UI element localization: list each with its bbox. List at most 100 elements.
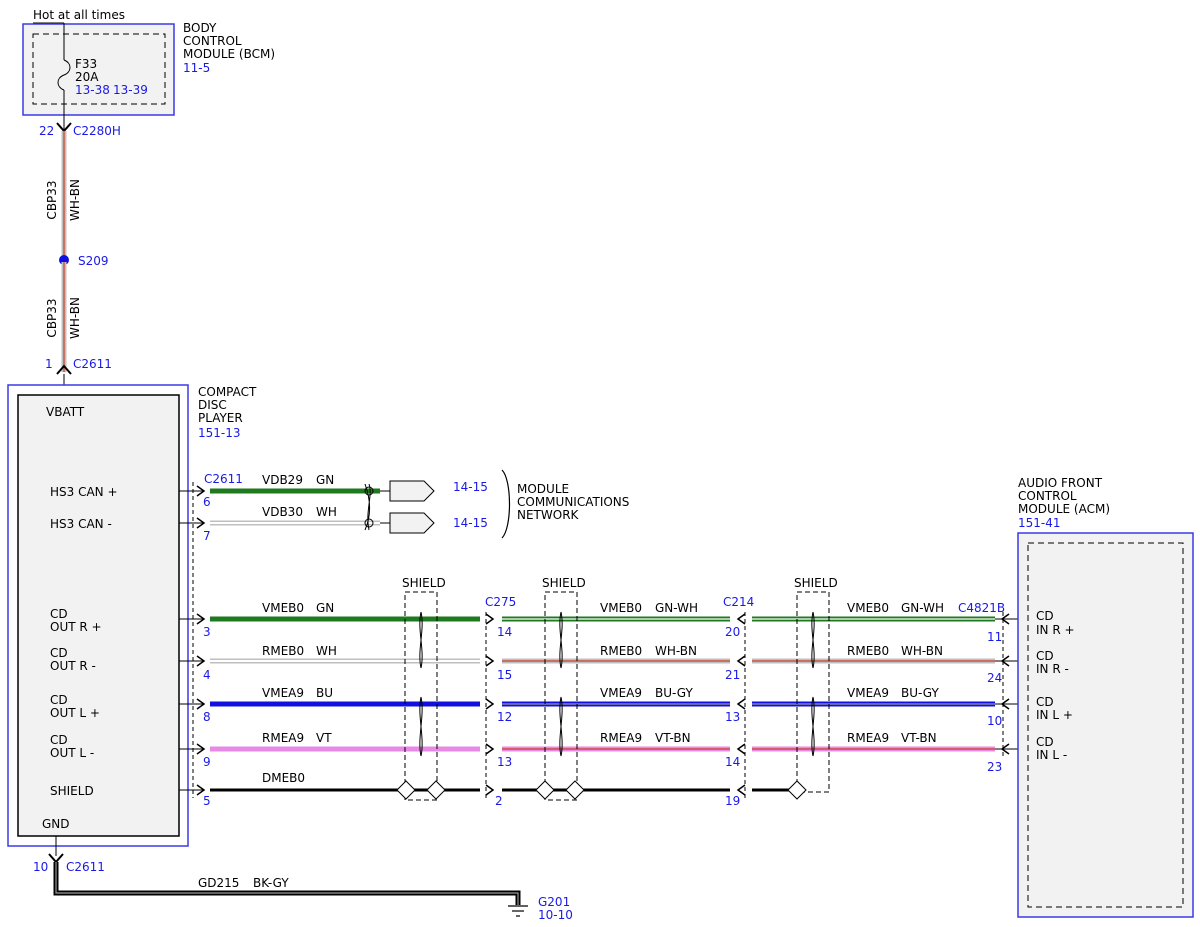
seg1-rmeb0-color: WH [316, 644, 337, 658]
acm-pin-cd-in-r-plus-line2: IN R + [1036, 623, 1075, 637]
c214-pin-14: 14 [725, 755, 740, 769]
fuse-f33-symbol [57, 59, 71, 91]
acm-pin-cd-in-l-plus-line2: IN L + [1036, 708, 1073, 722]
cdp-pin-cd-out-r-plus-line1: CD [50, 607, 68, 621]
fuse-ref-2[interactable]: 13-39 [113, 83, 148, 97]
cdp-name-line-1: COMPACT [198, 385, 257, 399]
bcm-internal-box [32, 33, 166, 105]
cdp-pin-hs3-can-plus-label: HS3 CAN + [50, 485, 118, 499]
c2280h-pin: 22 [39, 124, 54, 138]
splice-s209-label[interactable]: S209 [78, 254, 109, 268]
c275-pin-2: 2 [495, 794, 503, 808]
acm-pin-cd-in-r-minus-line1: CD [1036, 649, 1054, 663]
seg3-rmeb0-color: WH-BN [901, 644, 943, 658]
vdb29-circuit: VDB29 [262, 473, 303, 487]
cdp-pin-shield-label: SHIELD [50, 784, 94, 798]
shield-3-drain [787, 780, 807, 800]
c214-chevrons [736, 613, 746, 796]
network-bracket [501, 469, 511, 539]
shield-3-twist-r [811, 611, 815, 669]
seg3-vmeb0-color: GN-WH [901, 601, 944, 615]
c275-pin-14: 14 [497, 625, 512, 639]
seg3-rmeb0-circuit: RMEB0 [847, 644, 889, 658]
cbp33-color-lower: WH-BN [68, 297, 82, 339]
seg3-vmea9-circuit: VMEA9 [847, 686, 889, 700]
shield-2-twist-r [559, 611, 563, 669]
can-minus-ref[interactable]: 14-15 [453, 516, 488, 530]
shield-1-drain-right [426, 780, 446, 800]
seg1-rmeb0-circuit: RMEB0 [262, 644, 304, 658]
acm-ref[interactable]: 151-41 [1018, 516, 1061, 530]
cdp-vbatt-label: VBATT [46, 405, 85, 419]
c275-connector-label[interactable]: C275 [485, 595, 516, 609]
bcm-ref[interactable]: 11-5 [183, 61, 210, 75]
can-plus-offpage-arrow[interactable] [389, 480, 435, 502]
cdp-pin-cd-out-l-plus-line2: OUT L + [50, 706, 100, 720]
c2611-side-connector-label[interactable]: C2611 [204, 472, 243, 486]
shield-1-drain-left [396, 780, 416, 800]
cdp-pin-6: 6 [203, 495, 211, 509]
gd215-circuit: GD215 [198, 876, 239, 890]
cdp-gnd-label: GND [42, 817, 70, 831]
c275-pin-15: 15 [497, 668, 512, 682]
c2611-vbatt-connector-symbol [56, 364, 72, 375]
shield-3-label: SHIELD [794, 576, 838, 590]
shield-2-box [544, 591, 578, 801]
acm-pin-cd-in-l-minus-line1: CD [1036, 735, 1054, 749]
acm-name-line-1: AUDIO FRONT [1018, 476, 1103, 490]
seg1-rmea9-color: VT [316, 731, 332, 745]
seg1-dmeb0-circuit: DMEB0 [262, 771, 305, 785]
acm-internal-box [1027, 542, 1184, 908]
cdp-pin-4: 4 [203, 668, 211, 682]
cdp-pin-cd-out-l-minus-line2: OUT L - [50, 746, 94, 760]
seg3-rmea9-color: VT-BN [901, 731, 937, 745]
cdp-ref[interactable]: 151-13 [198, 426, 241, 440]
c214-pin-13: 13 [725, 710, 740, 724]
shield-3-twist-l [811, 696, 815, 757]
vdb30-color: WH [316, 505, 337, 519]
c4821b-connector-label[interactable]: C4821B [958, 601, 1005, 615]
cdp-pin-cd-out-r-plus-line2: OUT R + [50, 620, 102, 634]
can-twist-loop-top [364, 486, 374, 496]
c4821b-pin-10: 10 [987, 714, 1002, 728]
seg3-vmeb0-circuit: VMEB0 [847, 601, 889, 615]
wire-gd215[interactable] [53, 862, 521, 905]
bcm-module-box[interactable] [22, 23, 175, 116]
seg2-vmea9-circuit: VMEA9 [600, 686, 642, 700]
c214-connector-label[interactable]: C214 [723, 595, 754, 609]
fuse-ref-1[interactable]: 13-38 [75, 83, 110, 97]
c4821b-pin-24: 24 [987, 671, 1002, 685]
cdp-pin-5: 5 [203, 794, 211, 808]
cdp-pin-9: 9 [203, 755, 211, 769]
acm-pin-cd-in-r-minus-line2: IN R - [1036, 662, 1069, 676]
can-minus-offpage-arrow[interactable] [389, 512, 435, 534]
cbp33-circuit-upper: CBP33 [45, 180, 59, 219]
cdp-pin-hs3-can-minus-label: HS3 CAN - [50, 517, 112, 531]
can-plus-ref[interactable]: 14-15 [453, 480, 488, 494]
ground-g201-ref[interactable]: 10-10 [538, 908, 573, 922]
c4821b-pin-23: 23 [987, 760, 1002, 774]
cd-player-module-inner [17, 394, 180, 837]
fuse-name: F33 [75, 57, 97, 71]
cdp-pin-cd-out-l-plus-line1: CD [50, 693, 68, 707]
c275-chevrons [485, 613, 495, 796]
ground-g201-label[interactable]: G201 [538, 895, 570, 909]
seg2-rmeb0-circuit: RMEB0 [600, 644, 642, 658]
acm-module-box[interactable] [1017, 532, 1194, 918]
can-twist-loop-bottom [364, 518, 374, 528]
vdb30-circuit: VDB30 [262, 505, 303, 519]
seg1-vmeb0-color: GN [316, 601, 334, 615]
hot-at-all-times-label: Hot at all times [33, 8, 125, 22]
c2611-vbatt-connector-label[interactable]: C2611 [73, 357, 112, 371]
shield-2-drain-left [535, 780, 555, 800]
shield-1-twist-l [419, 696, 423, 757]
c2280h-connector-label[interactable]: C2280H [73, 124, 121, 138]
shield-3-box [796, 591, 830, 793]
cdp-pin-cd-out-r-minus-line1: CD [50, 646, 68, 660]
cdp-name-line-2: DISC [198, 398, 227, 412]
ground-g201-symbol [508, 905, 528, 917]
seg1-vmeb0-circuit: VMEB0 [262, 601, 304, 615]
c2611-gnd-connector-label[interactable]: C2611 [66, 860, 105, 874]
shield-2-drain-right [565, 780, 585, 800]
